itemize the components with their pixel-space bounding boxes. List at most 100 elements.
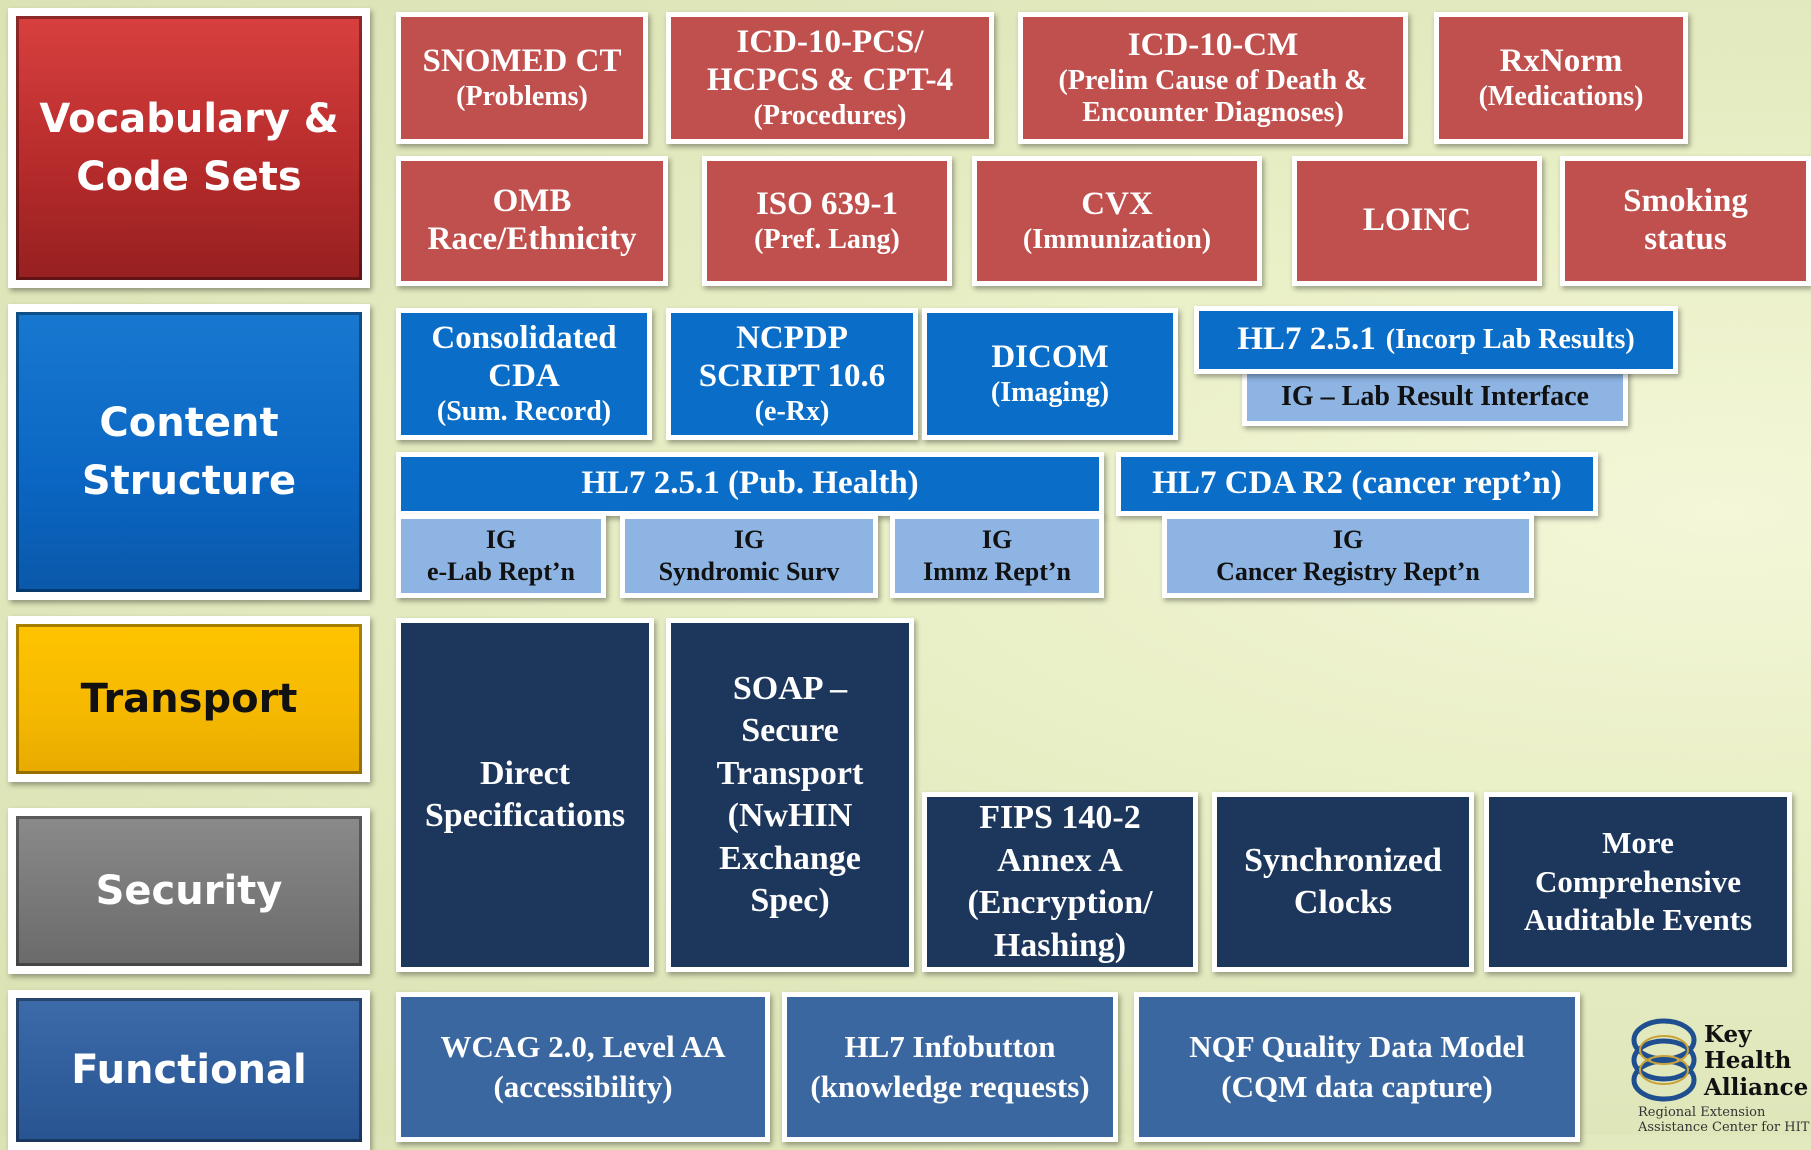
box-subtitle: (Problems) <box>456 80 588 112</box>
hl7-pub-health-box: HL7 2.5.1 (Pub. Health) <box>396 452 1104 516</box>
hl7-infobutton-box: HL7 Infobutton (knowledge requests) <box>782 992 1118 1142</box>
box-subtitle: (CQM data capture) <box>1221 1069 1493 1104</box>
box-title: IG – Lab Result Interface <box>1281 380 1589 412</box>
box-subtitle: (knowledge requests) <box>810 1069 1090 1104</box>
ig-cancer-registry-box: IG Cancer Registry Rept’n <box>1162 514 1534 598</box>
box-title: More <box>1602 824 1674 860</box>
ig-immz-reporting-box: IG Immz Rept’n <box>890 514 1104 598</box>
category-functional: Functional <box>8 990 370 1150</box>
logo-name-line: Health <box>1704 1047 1792 1075</box>
ig-elab-reporting-box: IG e-Lab Rept’n <box>396 514 606 598</box>
box-title: Smoking <box>1623 183 1748 220</box>
synchronized-clocks-box: Synchronized Clocks <box>1212 792 1474 972</box>
box-subtitle: Encounter Diagnoses) <box>1082 96 1344 128</box>
category-label: Functional <box>71 1047 307 1093</box>
logo-subtitle-line: Assistance Center for HIT <box>1638 1119 1810 1135</box>
box-subtitle: (Procedures) <box>753 99 907 131</box>
iso-639-1-box: ISO 639-1 (Pref. Lang) <box>702 156 952 286</box>
dicom-box: DICOM (Imaging) <box>922 308 1178 440</box>
category-transport: Transport <box>8 616 370 782</box>
category-label-line: Code Sets <box>76 154 302 200</box>
category-security: Security <box>8 808 370 974</box>
ig-lab-result-interface-box: IG – Lab Result Interface <box>1242 366 1628 426</box>
category-inner-border <box>16 624 362 774</box>
box-subtitle: (Sum. Record) <box>436 395 612 427</box>
box-subtitle: (Medications) <box>1478 80 1644 112</box>
box-title: SOAP – <box>732 669 848 707</box>
logo-name-line: Key <box>1704 1021 1752 1048</box>
logo-subtitle-line: Regional Extension <box>1638 1105 1766 1120</box>
consolidated-cda-box: Consolidated CDA (Sum. Record) <box>396 308 652 440</box>
box-title: IG <box>1332 524 1364 554</box>
box-subtitle: Syndromic Surv <box>658 557 840 586</box>
box-title: CVX <box>1081 185 1153 222</box>
box-title: SNOMED CT <box>422 42 622 79</box>
box-title: Secure <box>741 712 839 749</box>
box-subtitle: (Pref. Lang) <box>754 223 900 255</box>
category-inner-border <box>16 312 362 592</box>
box-title: CDA <box>488 357 560 394</box>
rxnorm-box: RxNorm (Medications) <box>1434 12 1688 144</box>
category-vocabulary-code-sets: Vocabulary & Code Sets <box>8 8 370 288</box>
box-title: ISO 639-1 <box>755 185 899 222</box>
box-title: (NwHIN <box>727 797 853 834</box>
soap-secure-transport-box: SOAP – Secure Transport (NwHIN Exchange … <box>666 618 914 972</box>
box-title: IG <box>733 524 765 554</box>
wcag-accessibility-box: WCAG 2.0, Level AA (accessibility) <box>396 992 770 1142</box>
ig-syndromic-surv-box: IG Syndromic Surv <box>620 514 878 598</box>
nqf-quality-data-model-box: NQF Quality Data Model (CQM data capture… <box>1134 992 1580 1142</box>
smoking-status-box: Smoking status <box>1560 156 1811 286</box>
box-title: ICD-10-PCS/ <box>736 23 924 60</box>
box-title: status <box>1644 221 1727 257</box>
box-title: IG <box>485 524 517 554</box>
box-title: Annex A <box>997 841 1123 879</box>
box-subtitle: (Prelim Cause of Death & <box>1058 64 1368 96</box>
category-content-structure: Content Structure <box>8 304 370 600</box>
box-title: Exchange <box>719 839 861 877</box>
box-subtitle: (Immunization) <box>1022 223 1212 255</box>
box-title: WCAG 2.0, Level AA <box>440 1028 726 1064</box>
direct-specifications-box: Direct Specifications <box>396 618 654 972</box>
box-title: Synchronized <box>1244 841 1442 879</box>
category-label-line: Content <box>99 400 279 446</box>
hl7-incorp-lab-results-box: HL7 2.5.1 (Incorp Lab Results) <box>1194 306 1678 374</box>
box-subtitle: (e-Rx) <box>754 395 830 427</box>
box-subtitle: Immz Rept’n <box>922 557 1072 586</box>
box-title: Hashing) <box>993 926 1127 964</box>
box-subtitle: Cancer Registry Rept’n <box>1216 557 1480 586</box>
icd10-pcs-box: ICD-10-PCS/ HCPCS & CPT-4 (Procedures) <box>666 12 994 144</box>
box-title: Comprehensive <box>1534 863 1742 899</box>
box-title: Spec) <box>750 882 830 919</box>
cvx-box: CVX (Immunization) <box>972 156 1262 286</box>
box-subtitle: (Imaging) <box>990 376 1110 408</box>
loinc-box: LOINC <box>1292 156 1542 286</box>
category-inner-border <box>16 998 362 1142</box>
fips-140-2-box: FIPS 140-2 Annex A (Encryption/ Hashing) <box>922 792 1198 972</box>
box-title: HL7 2.5.1 <box>1237 321 1376 358</box>
box-title: NCPDP <box>736 319 848 356</box>
category-inner-border <box>16 816 362 966</box>
key-health-alliance-logo-icon <box>1631 1018 1697 1102</box>
box-title: Race/Ethnicity <box>427 221 637 257</box>
logo-subtitle: Regional Extension Assistance Center for… <box>1638 1105 1810 1136</box>
hl7-cda-cancer-box: HL7 CDA R2 (cancer rept’n) <box>1116 452 1598 516</box>
category-label-line: Vocabulary & <box>39 96 339 142</box>
category-label-line: Structure <box>81 458 297 504</box>
box-title: HL7 Infobutton <box>844 1028 1056 1064</box>
box-title: HL7 2.5.1 (Pub. Health) <box>581 465 919 502</box>
box-title: Clocks <box>1293 884 1393 921</box>
box-subtitle: (accessibility) <box>493 1069 673 1104</box>
category-inner-border <box>16 16 362 280</box>
box-subtitle: e-Lab Rept’n <box>426 557 576 586</box>
box-title: OMB <box>492 183 572 220</box>
box-title: Direct <box>480 754 570 792</box>
snomed-ct-box: SNOMED CT (Problems) <box>396 12 648 144</box>
omb-race-ethnicity-box: OMB Race/Ethnicity <box>396 156 668 286</box>
box-title: ICD-10-CM <box>1127 26 1299 63</box>
category-label: Transport <box>80 676 298 722</box>
box-title: RxNorm <box>1499 42 1623 79</box>
box-title: Consolidated <box>431 319 617 356</box>
box-title: NQF Quality Data Model <box>1189 1028 1525 1064</box>
box-title: Transport <box>716 754 864 792</box>
category-label: Security <box>95 868 283 914</box>
